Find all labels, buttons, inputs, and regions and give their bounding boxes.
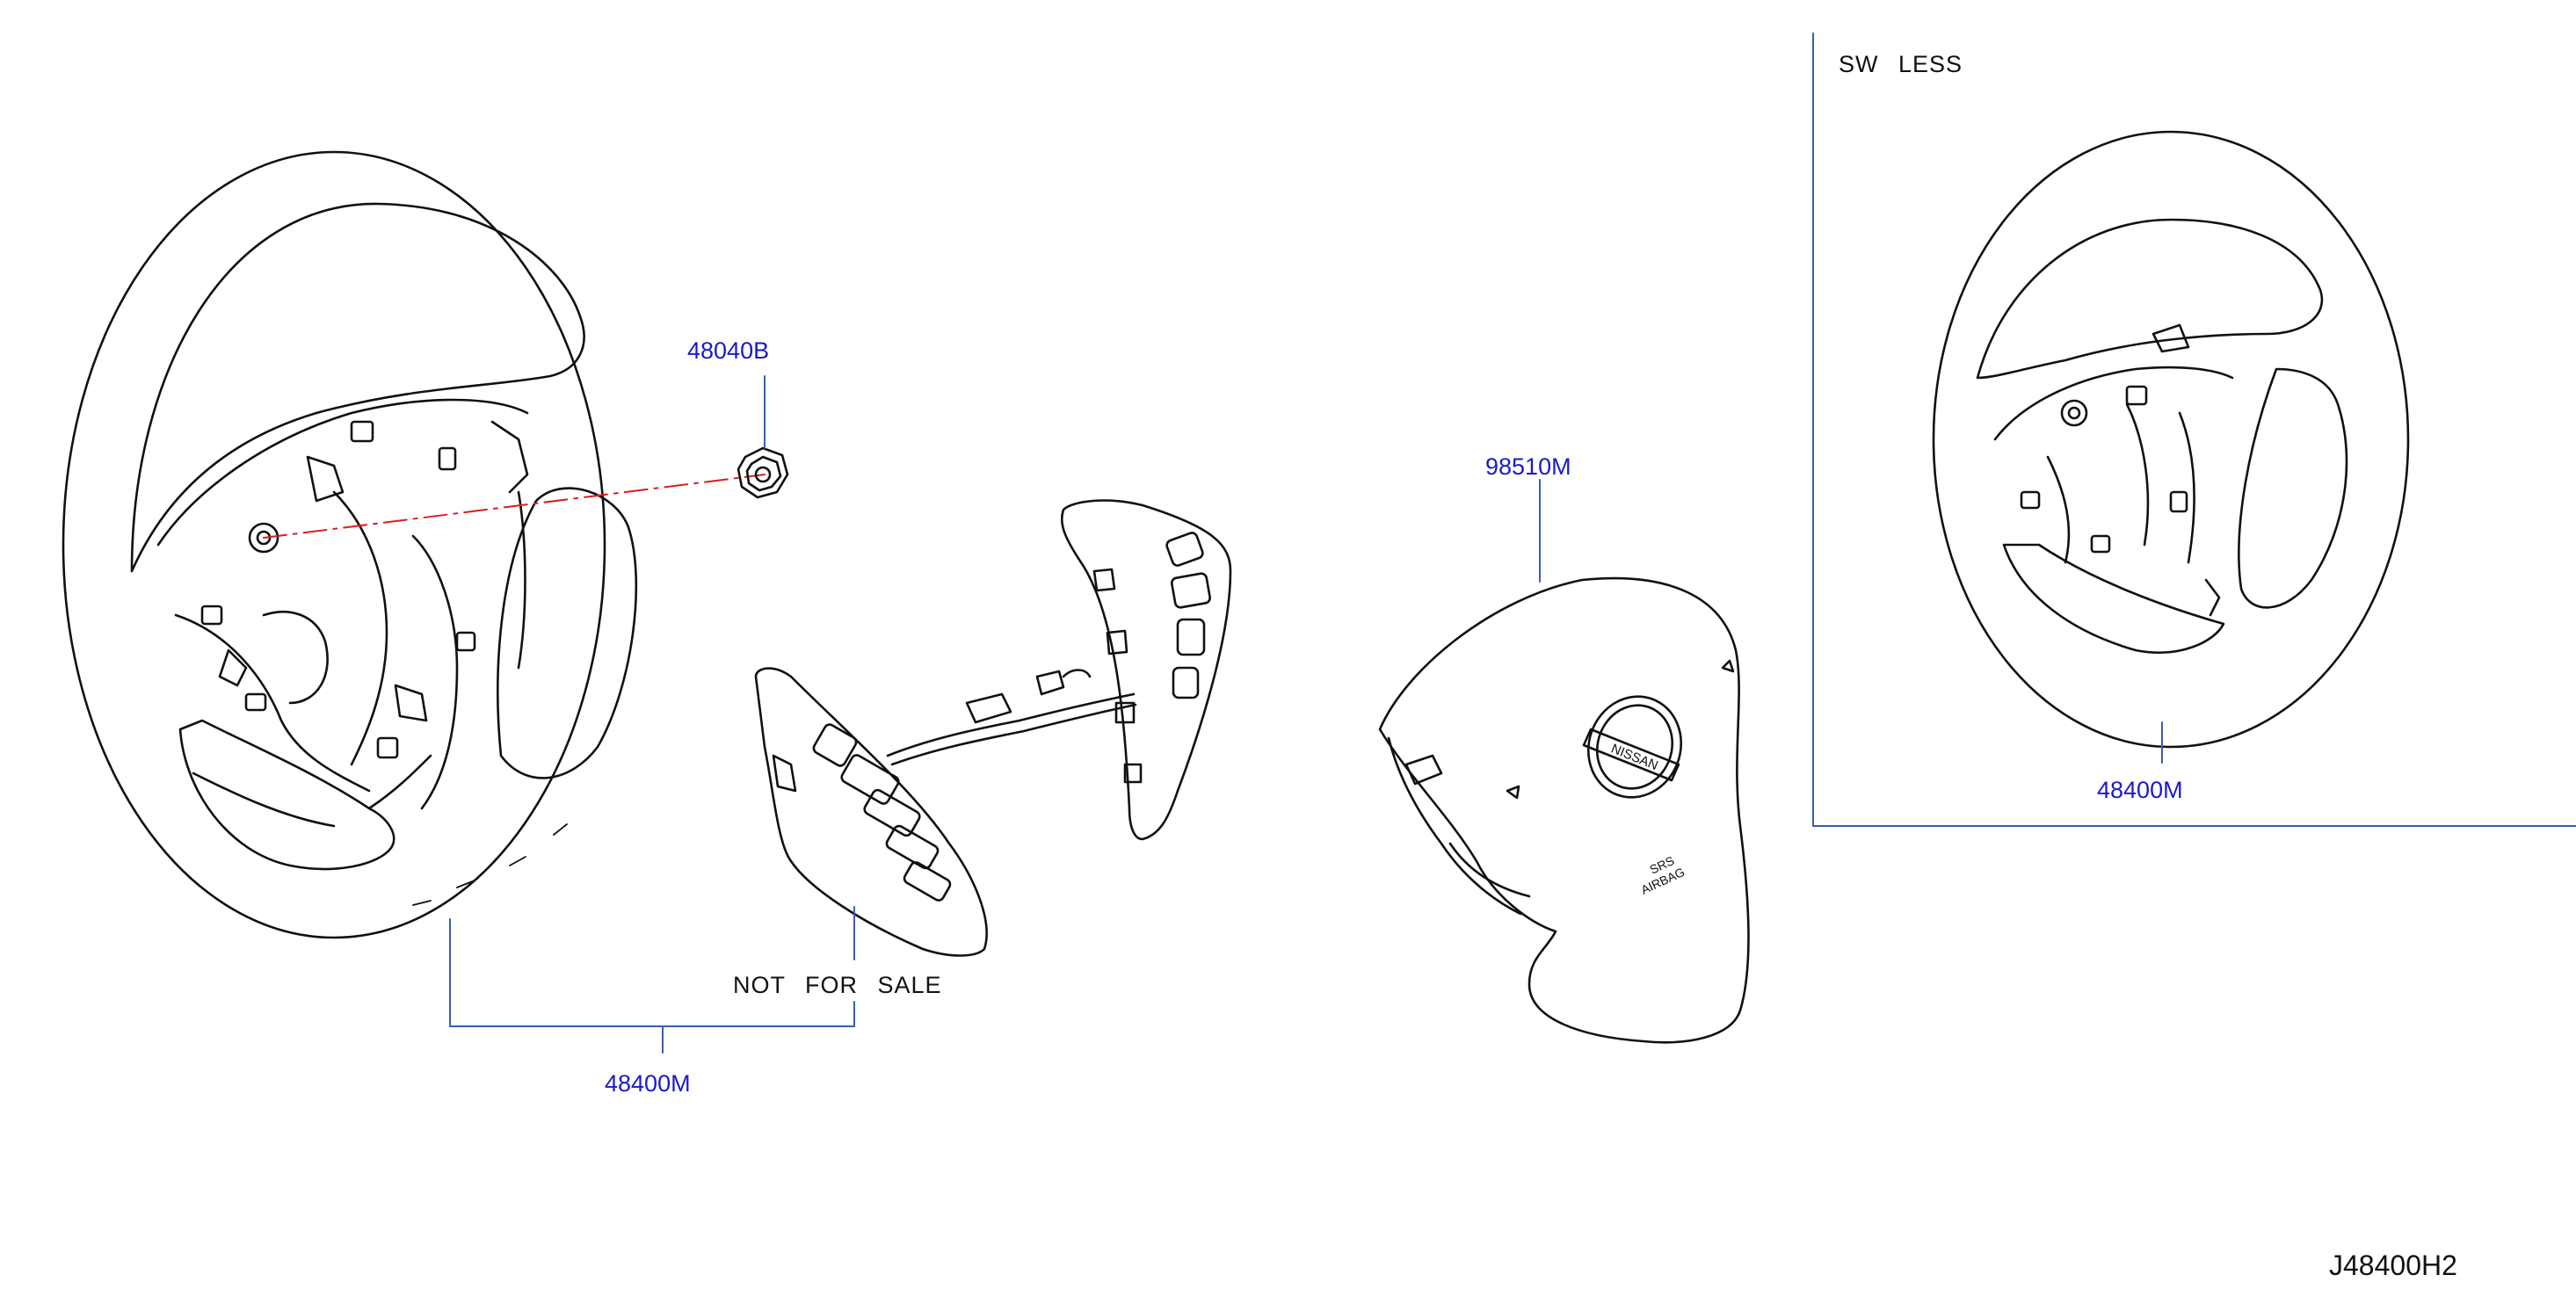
label-48400m-sw-less: 48400M xyxy=(2097,777,2183,803)
leader-lines xyxy=(449,33,2576,1054)
note-sw-less: SW LESS xyxy=(1839,51,1963,77)
label-98510m: 98510M xyxy=(1485,453,1571,480)
steering-wheel-main xyxy=(62,150,638,939)
assembly-centerline xyxy=(263,474,766,539)
airbag-module: NISSAN SRS AIRBAG xyxy=(1378,576,1750,1044)
label-48400m-main: 48400M xyxy=(605,1070,691,1097)
note-not-for-sale: NOT FOR SALE xyxy=(733,972,942,998)
steering-wheel-sw-less xyxy=(1932,130,2410,749)
switch-assembly xyxy=(754,499,1232,957)
diagram-code: J48400H2 xyxy=(2329,1250,2457,1281)
label-48040b: 48040B xyxy=(687,337,770,364)
nut-48040b xyxy=(737,446,789,499)
